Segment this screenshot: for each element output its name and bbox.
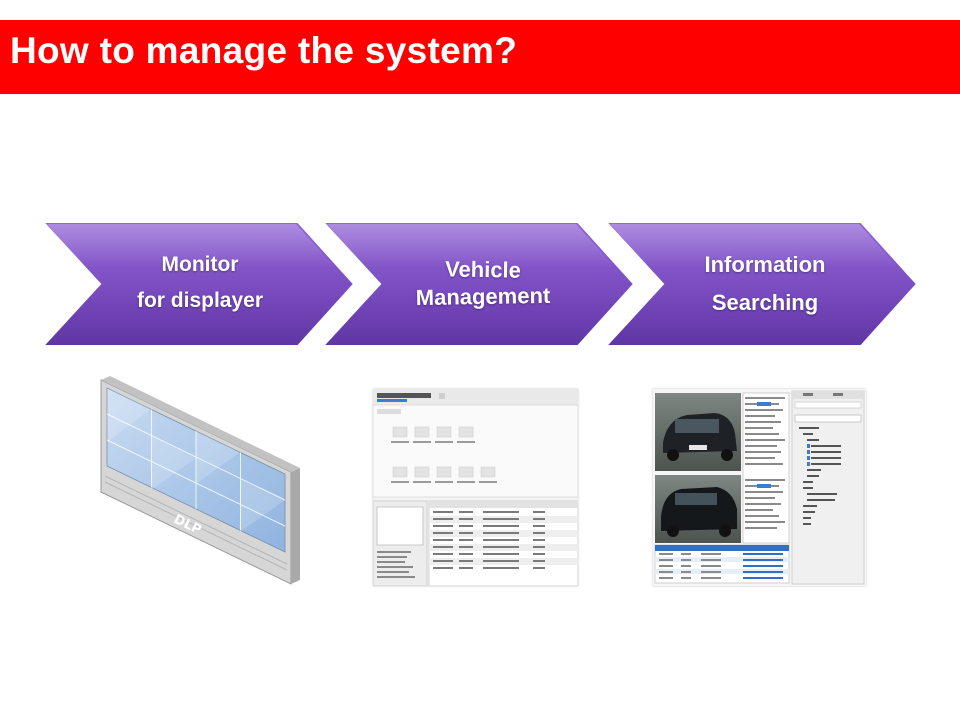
information-searching-screenshot-icon [654, 390, 865, 585]
slide-title: How to manage the system? [10, 30, 518, 71]
chevron-step-3 [603, 221, 919, 347]
step-1-line-1: Monitor [161, 253, 239, 276]
step-3-line-2: Searching [711, 290, 819, 315]
step-3-line-1: Information [704, 252, 826, 277]
chevron-step-1 [40, 221, 356, 347]
step-1-line-2: for displayer [136, 289, 264, 312]
vehicle-management-screenshot-icon [373, 389, 578, 586]
vehicle-management-screenshot [373, 389, 578, 586]
chevron-step-2 [320, 221, 636, 347]
step-2-line-2: Management [415, 282, 551, 311]
information-searching-screenshot [653, 389, 866, 586]
title-bar: How to manage the system? [0, 20, 960, 94]
step-2-line-1: Vehicle [444, 256, 522, 283]
dlp-video-wall-icon: DLP [100, 376, 300, 585]
